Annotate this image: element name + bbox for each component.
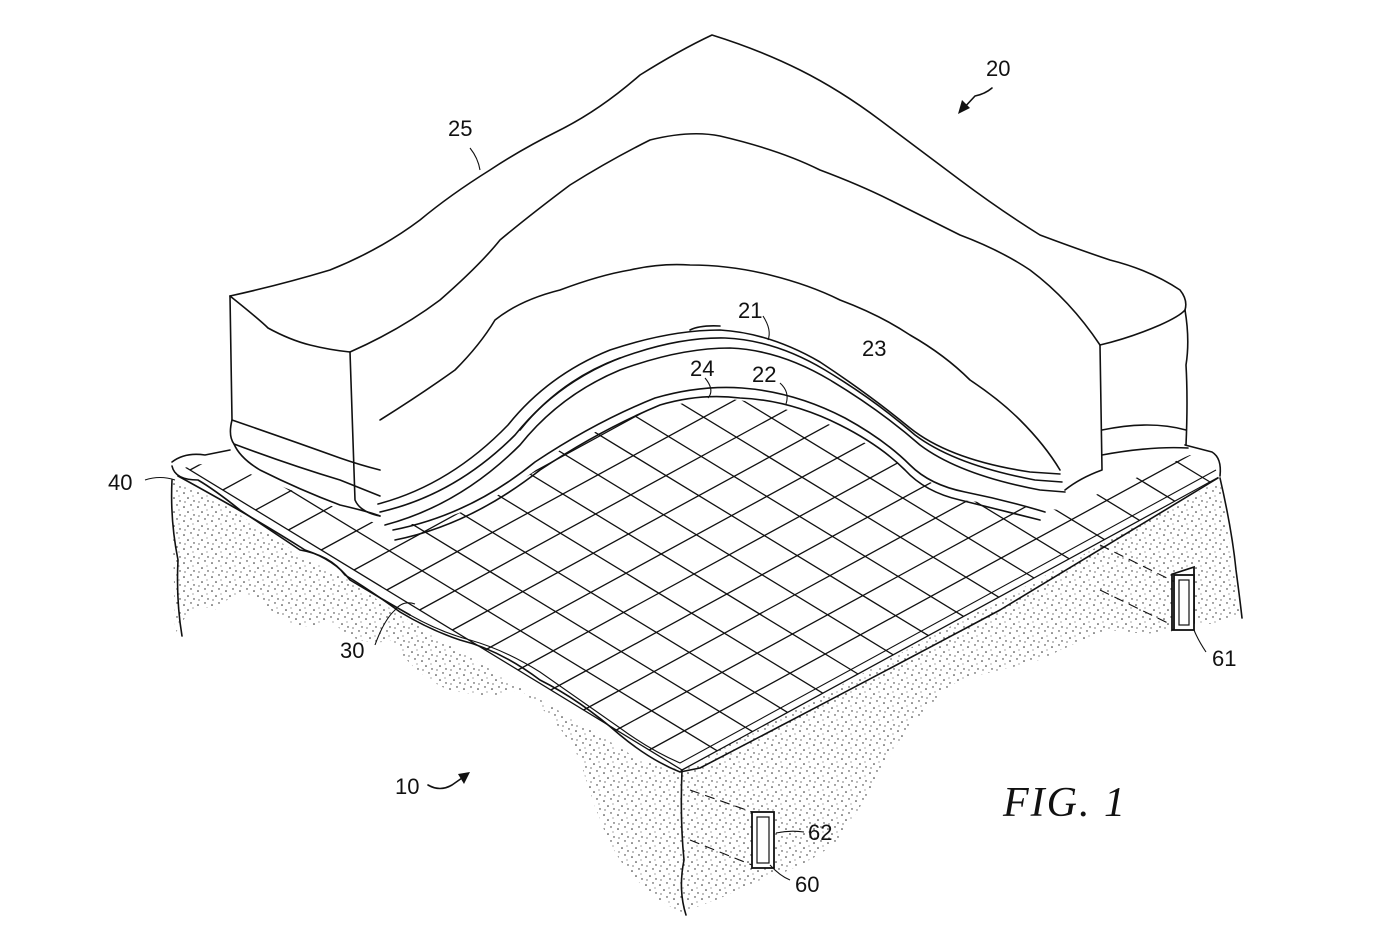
ref-22: 22 [752, 362, 776, 387]
reference-numerals: 20 25 21 23 24 22 40 30 10 61 62 60 [108, 56, 1236, 897]
tile-grid-line [484, 398, 1220, 651]
tile-grid-line [568, 0, 1387, 367]
tile-grid-line [386, 398, 1220, 591]
ref-40: 40 [108, 470, 132, 495]
tile-grid-line [0, 0, 876, 330]
ref-61: 61 [1212, 646, 1236, 671]
tile-grid-line [0, 0, 744, 250]
base-layers [377, 325, 1066, 541]
tile-grid-line [709, 0, 1387, 290]
tile-grid-line [517, 398, 1220, 671]
ref-20: 20 [986, 56, 1010, 81]
tile-grid-line [0, 0, 843, 310]
tile-grid-line [550, 398, 1220, 691]
tile-grid-line [462, 398, 1220, 425]
tile-grid-line [353, 398, 1220, 571]
ref-60: 60 [795, 872, 819, 897]
drain-pipe-front [689, 789, 775, 869]
ref-25: 25 [448, 116, 472, 141]
tile-grid-line [452, 398, 1220, 631]
leader-lines [144, 87, 1207, 881]
tile-grid-line [180, 398, 894, 656]
tile-grid-line [0, 0, 777, 270]
tile-grid-line [180, 398, 1035, 579]
tile-surface-layer [0, 0, 1387, 773]
tile-grid-line [180, 398, 1040, 431]
ref-10: 10 [395, 774, 419, 799]
tile-grid-line [321, 398, 1176, 502]
soil-subgrade [170, 477, 1243, 916]
tile-grid-line [0, 0, 810, 290]
ref-21: 21 [738, 298, 762, 323]
tile-grid-line [251, 398, 1105, 541]
tile-grid-line [419, 398, 1220, 611]
tile-grid-line [180, 398, 683, 771]
ref-30: 30 [340, 638, 364, 663]
tile-grid-line [288, 398, 1204, 531]
ref-23: 23 [862, 336, 886, 361]
ref-24: 24 [690, 356, 714, 381]
tile-grid-line [26, 0, 941, 370]
tile-grid-line [674, 0, 1387, 309]
drain-pipe-right-inner [1173, 574, 1195, 631]
tile-grid-line [180, 398, 1073, 451]
figure-label: FIG. 1 [1002, 780, 1127, 826]
tile-grid-line [216, 398, 1070, 560]
tile-grid-line [180, 398, 929, 637]
tile-grid-line [286, 398, 1140, 521]
tile-grid-line [392, 398, 1220, 464]
tile-grid-line [427, 398, 1220, 445]
tile-grid-line [744, 0, 1387, 271]
fill-block [229, 34, 1189, 517]
tile-grid-line [180, 398, 1000, 598]
tile-grid-line [533, 0, 1386, 386]
ref-62: 62 [808, 820, 832, 845]
tile-grid-line [59, 0, 974, 390]
tile-grid-line [0, 0, 908, 350]
tile-grid-line [604, 0, 1387, 348]
tile-grid-line [180, 398, 964, 617]
tile-grid-line [180, 398, 859, 675]
tile-grid-line [356, 398, 1211, 483]
